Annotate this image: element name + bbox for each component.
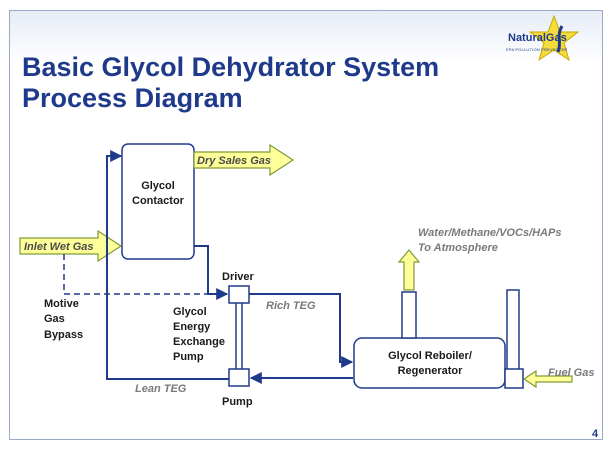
dry-sales-gas-label: Dry Sales Gas xyxy=(197,155,271,167)
motive-gas-bypass-line xyxy=(63,254,227,299)
contactor-label-line1: Glycol xyxy=(141,180,175,192)
star-icon xyxy=(528,14,580,62)
pump-label: Pump xyxy=(222,396,253,408)
gee-pump-label-line1: Glycol xyxy=(173,306,207,318)
motive-label-line2: Gas xyxy=(44,313,65,325)
motive-label-line3: Bypass xyxy=(44,329,83,341)
exhaust-stack xyxy=(506,289,520,371)
driver-box xyxy=(228,285,250,304)
page-title: Basic Glycol Dehydrator System Process D… xyxy=(22,52,542,114)
logo-subtext: EPA POLLUTION PREVENTER xyxy=(506,47,568,52)
still-column xyxy=(401,291,417,339)
fuel-gas-label: Fuel Gas xyxy=(548,367,594,379)
atmosphere-label-line1: Water/Methane/VOCs/HAPs xyxy=(418,227,561,239)
logo-text: NaturalGas xyxy=(508,32,567,44)
vent-to-atmosphere-arrow xyxy=(397,249,421,291)
rich-teg-line xyxy=(249,293,354,368)
firebox xyxy=(504,368,524,389)
inlet-wet-gas-arrow xyxy=(19,229,123,263)
gee-pump-label-line4: Pump xyxy=(173,351,204,363)
gee-pump-label-line2: Energy xyxy=(173,321,211,333)
glycol-contactor-vessel xyxy=(121,143,195,260)
fuel-gas-arrow xyxy=(522,369,573,389)
page-number: 4 xyxy=(592,428,599,440)
motive-label-line1: Motive xyxy=(44,298,79,310)
title-line-2: Process Diagram xyxy=(22,83,243,113)
atmosphere-label-line2: To Atmosphere xyxy=(418,242,498,254)
rich-glycol-to-driver-line xyxy=(194,245,229,300)
reboiler-label-line1: Glycol Reboiler/ xyxy=(388,350,472,362)
gee-pump-label-line3: Exchange xyxy=(173,336,225,348)
reboiler-label-line2: Regenerator xyxy=(398,365,464,377)
contactor-label-line2: Contactor xyxy=(132,195,185,207)
rich-teg-label: Rich TEG xyxy=(266,300,316,312)
glycol-reboiler-regenerator xyxy=(353,337,506,389)
pump-box xyxy=(228,368,250,387)
lean-teg-line xyxy=(106,150,229,380)
natural-gas-star-logo: NaturalGas EPA POLLUTION PREVENTER xyxy=(496,14,586,64)
driver-label: Driver xyxy=(222,271,255,283)
title-line-1: Basic Glycol Dehydrator System xyxy=(22,52,440,82)
dry-sales-gas-arrow xyxy=(193,143,295,177)
lean-teg-label: Lean TEG xyxy=(135,383,187,395)
inlet-wet-gas-label: Inlet Wet Gas xyxy=(24,241,93,253)
